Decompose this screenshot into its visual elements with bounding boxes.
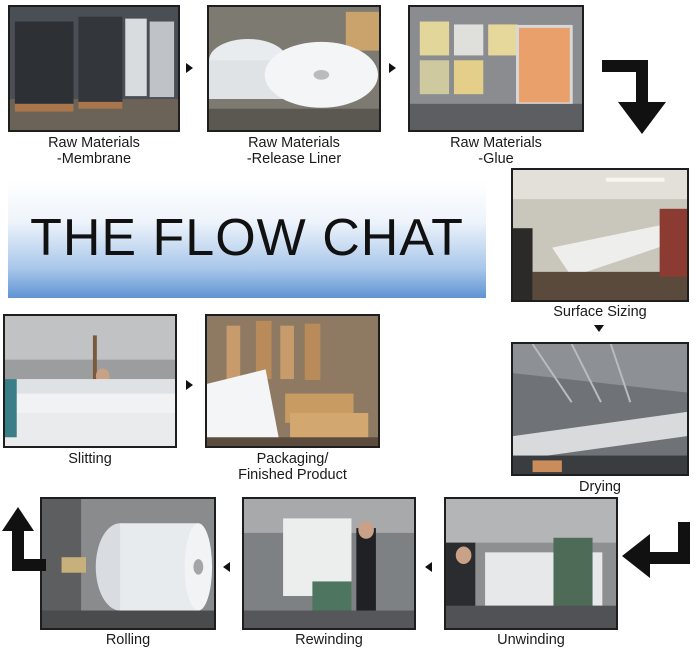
- label-unwinding: Unwinding: [497, 632, 565, 648]
- arrow-right-icon: [186, 380, 193, 390]
- arrow-left-icon: [223, 562, 230, 572]
- label-rolling: Rolling: [105, 632, 151, 648]
- photo-surface-sizing: [511, 168, 689, 302]
- arrow-right-icon: [389, 63, 396, 73]
- photo-rewinding: [242, 497, 416, 630]
- label-glue: Raw Materials -Glue: [450, 135, 542, 167]
- label-rewinding: Rewinding: [295, 632, 363, 648]
- label-drying: Drying: [579, 479, 621, 495]
- photo-rolling: [40, 497, 216, 630]
- label-membrane: Raw Materials -Membrane: [48, 135, 140, 167]
- diagram-title: THE FLOW CHAT: [30, 209, 464, 267]
- photo-packaging: [205, 314, 380, 448]
- title-banner: THE FLOW CHAT: [8, 180, 486, 298]
- photo-unwinding: [444, 497, 618, 630]
- arrow-left-icon: [425, 562, 432, 572]
- label-packaging: Packaging/ Finished Product: [238, 451, 347, 483]
- label-release-liner: Raw Materials -Release Liner: [246, 135, 342, 167]
- photo-drying: [511, 342, 689, 476]
- turn-up-arrow-icon: [2, 507, 46, 571]
- label-surface-sizing: Surface Sizing: [553, 304, 647, 320]
- photo-slitting: [3, 314, 177, 448]
- turn-down-arrow-icon: [602, 60, 666, 134]
- photo-membrane: [8, 5, 180, 132]
- photo-release-liner: [207, 5, 381, 132]
- photo-glue: [408, 5, 584, 132]
- arrow-right-icon: [186, 63, 193, 73]
- arrow-down-icon: [594, 325, 604, 332]
- turn-left-arrow-icon: [622, 522, 690, 578]
- label-slitting: Slitting: [68, 451, 112, 467]
